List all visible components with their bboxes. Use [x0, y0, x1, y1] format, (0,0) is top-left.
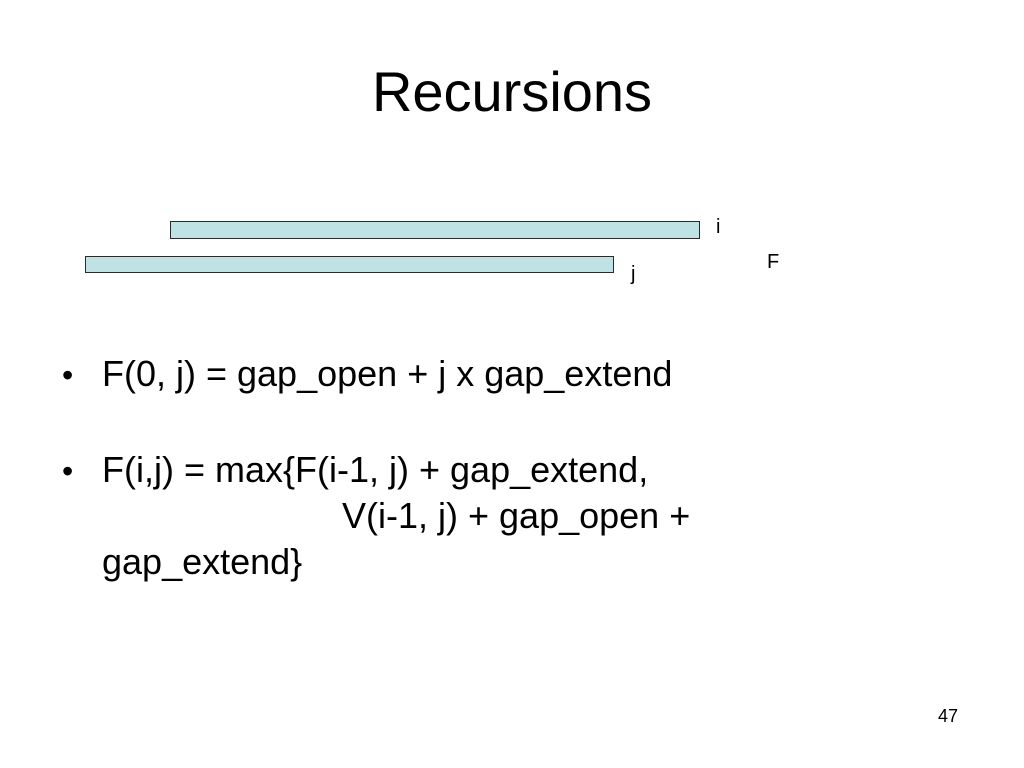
slide-title: Recursions — [371, 60, 653, 123]
bullet-dot-icon: • — [62, 357, 74, 393]
sequence-bar-i — [170, 221, 700, 239]
bullet-list: • F(0, j) = gap_open + j x gap_extend • … — [62, 356, 962, 580]
label-i: i — [716, 216, 721, 238]
bullet-line: F(i,j) = max{F(i-1, j) + gap_extend, — [102, 449, 649, 490]
bullet-item: • F(i,j) = max{F(i-1, j) + gap_extend, V… — [62, 452, 962, 580]
label-f: F — [767, 251, 780, 273]
bullet-dot-icon: • — [62, 453, 74, 489]
bullet-line: F(0, j) = gap_open + j x gap_extend — [102, 353, 673, 394]
label-j: j — [631, 263, 636, 285]
bullet-line: gap_extend} — [102, 541, 303, 582]
bullet-line: V(i-1, j) + gap_open + — [342, 495, 691, 536]
sequence-bar-j — [85, 256, 614, 273]
page-number: 47 — [938, 706, 959, 726]
bullet-item: • F(0, j) = gap_open + j x gap_extend — [62, 356, 962, 392]
